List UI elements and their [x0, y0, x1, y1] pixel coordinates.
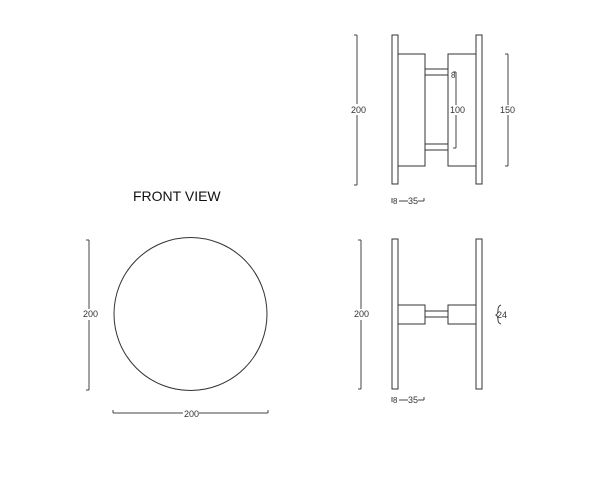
right-back-plate [475, 34, 483, 185]
side-view-top: 200 8 100 150 8 [351, 34, 516, 206]
side-bottom-block-label: 24 [497, 310, 507, 320]
right-plate-bottom [475, 238, 483, 390]
side-top-block-label: 150 [500, 105, 515, 115]
side-bottom-depth-dimension: 8 35 [391, 395, 425, 405]
front-view-title: FRONT VIEW [133, 188, 221, 204]
front-view: FRONT VIEW 200 200 [83, 188, 269, 419]
side-bottom-height-dimension: 200 [354, 239, 369, 390]
connector-bar-bottom [424, 310, 449, 318]
front-width-label: 200 [184, 409, 199, 419]
side-top-height-label: 200 [351, 105, 366, 115]
left-block [397, 53, 426, 167]
right-block-bottom [447, 304, 477, 325]
front-height-label: 200 [83, 309, 98, 319]
lower-connector-bar [424, 143, 449, 151]
left-block-bottom [397, 304, 426, 325]
side-top-inner-label: 100 [450, 105, 465, 115]
front-width-dimension: 200 [112, 408, 269, 419]
knob-front-circle [113, 237, 268, 391]
side-view-bottom: 200 24 8 35 [354, 238, 507, 405]
side-bottom-block-dimension: 24 [494, 304, 507, 325]
left-back-plate [391, 34, 399, 185]
side-bottom-depth-label: 35 [408, 395, 418, 405]
side-top-height-dimension: 200 [351, 34, 366, 186]
side-top-depth-label: 35 [408, 196, 418, 206]
front-height-dimension: 200 [83, 239, 98, 391]
side-top-small-offset-label: 8 [451, 71, 456, 80]
side-top-plate-label: 8 [393, 197, 398, 206]
side-bottom-plate-label: 8 [393, 396, 398, 405]
side-top-block-dimension: 150 [500, 53, 516, 167]
side-top-depth-dimension: 8 35 [391, 196, 425, 206]
left-plate-bottom [391, 238, 399, 390]
upper-connector-bar [424, 68, 449, 76]
side-top-inner-dimension: 8 100 [450, 71, 466, 149]
side-bottom-height-label: 200 [354, 309, 369, 319]
